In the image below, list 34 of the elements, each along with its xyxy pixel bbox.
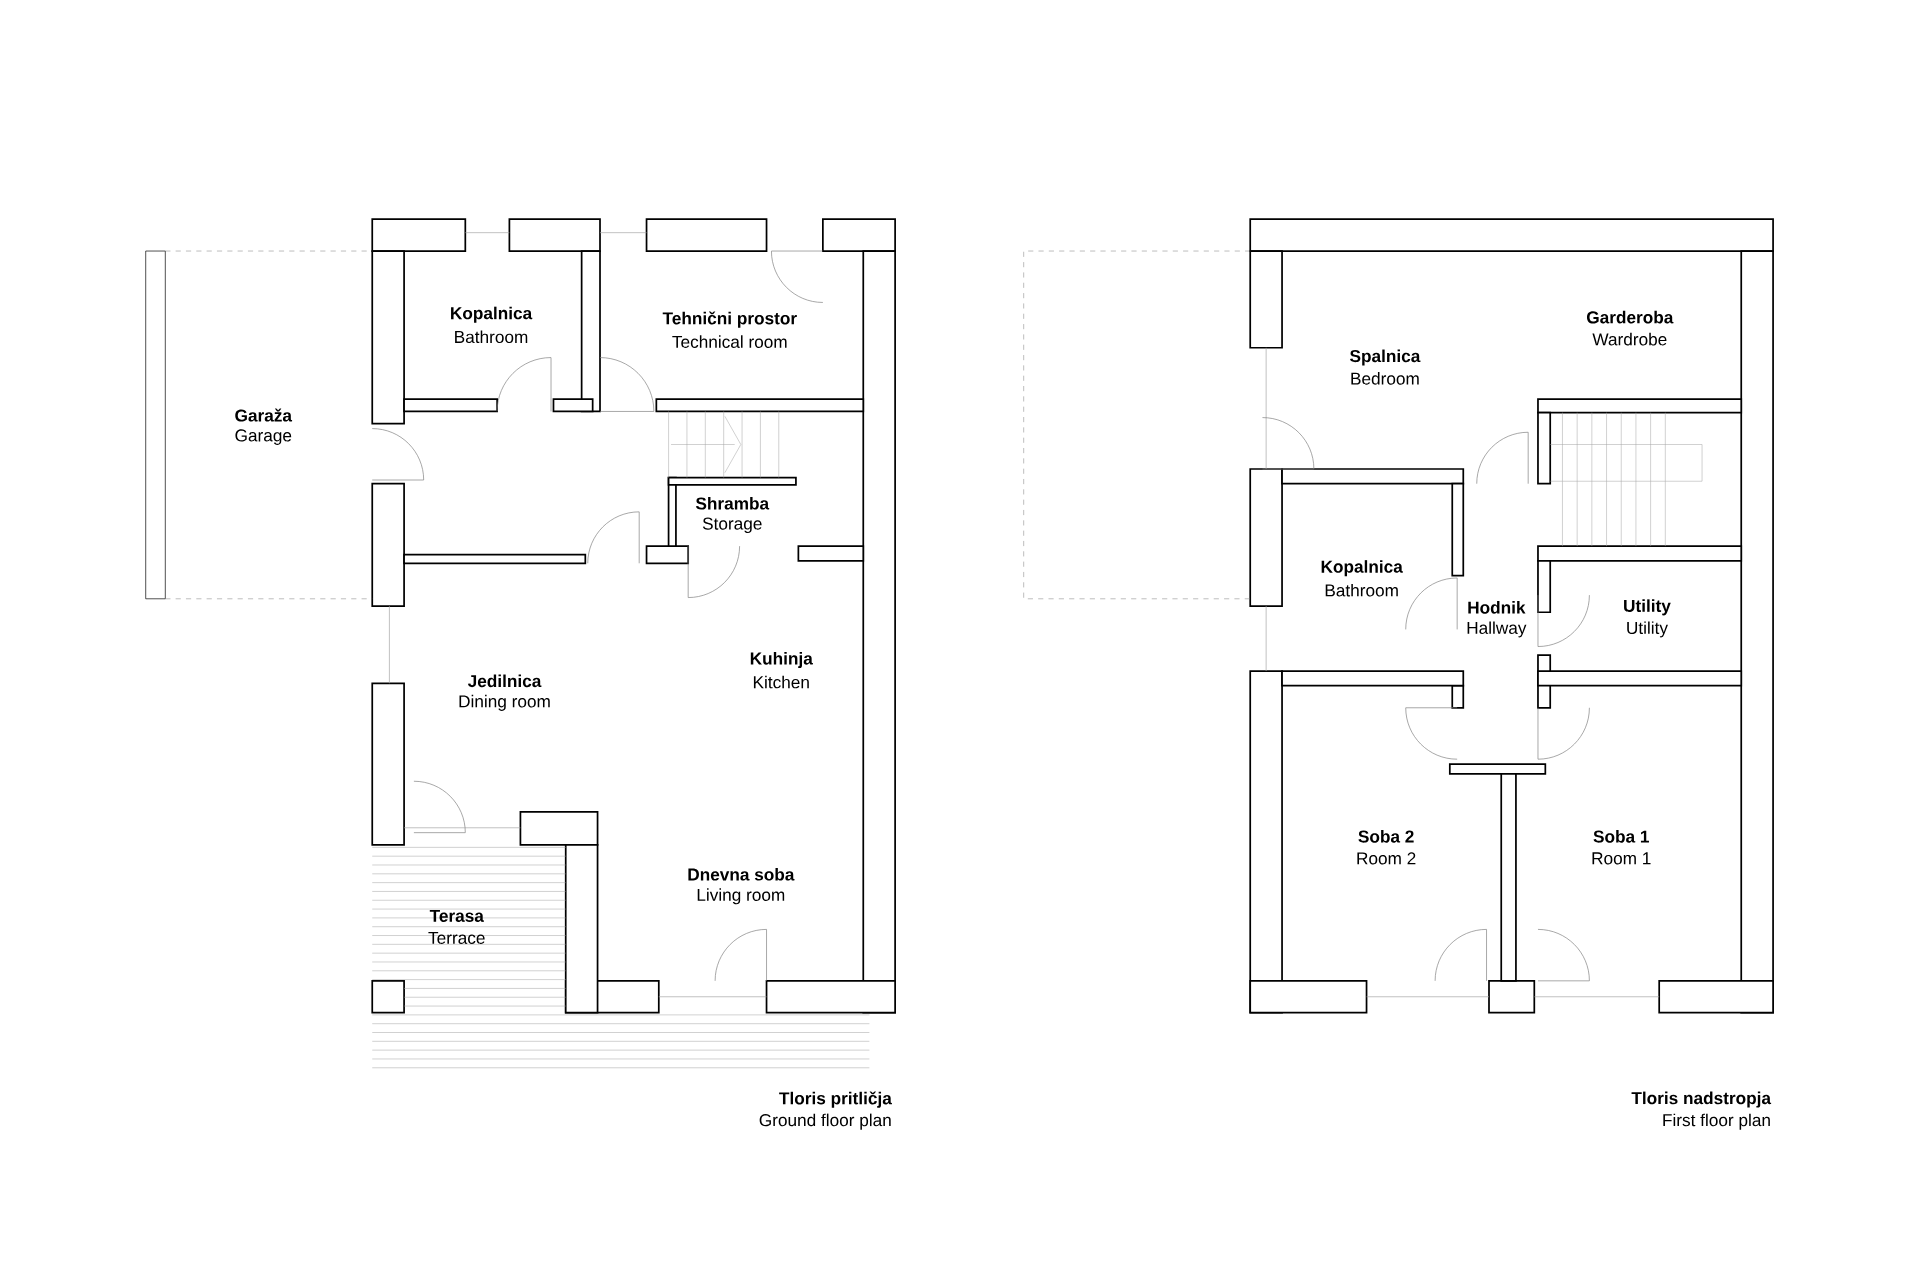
caption: Ground floor plan — [759, 1113, 891, 1130]
room-label: Garderoba — [1587, 311, 1674, 324]
room-label: Storage — [702, 517, 762, 534]
room-label: Bedroom — [1351, 372, 1419, 385]
room-label: Terasa — [429, 910, 484, 923]
room-label: Soba 1 — [1593, 830, 1649, 843]
room-label: Tehnični prostor — [662, 311, 797, 328]
caption: Tloris nadstropja — [1631, 1091, 1772, 1108]
room-label: Dnevna soba — [688, 868, 795, 881]
room-label: Spalnica — [1350, 349, 1421, 366]
room-label: Kitchen — [753, 675, 809, 689]
room-label: Jedilnica — [467, 674, 542, 688]
room-label: Hallway — [1467, 621, 1527, 638]
room-label: Shramba — [695, 497, 770, 510]
room-label: Soba 2 — [1358, 830, 1414, 843]
room-label: Room 2 — [1357, 852, 1416, 865]
room-label: Utility — [1624, 599, 1671, 616]
caption: First floor plan — [1663, 1113, 1770, 1130]
room-label: Kopalnica — [451, 306, 533, 323]
room-label: Kuhinja — [750, 652, 813, 669]
room-label: Utility — [1627, 621, 1668, 638]
room-label: Bathroom — [1325, 584, 1398, 597]
room-label: Hodnik — [1468, 601, 1526, 614]
room-label: Bathroom — [455, 330, 528, 344]
room-label: Kopalnica — [1321, 560, 1403, 577]
room-label: Room 1 — [1592, 852, 1651, 865]
room-label: Terrace — [428, 932, 485, 945]
room-label: Dining room — [459, 695, 550, 712]
room-label: Living room — [697, 888, 785, 905]
caption: Tloris pritličja — [779, 1091, 892, 1108]
room-label: Wardrobe — [1592, 333, 1667, 346]
room-label: Technical room — [672, 335, 787, 349]
room-label: Garage — [235, 429, 292, 446]
room-label: Garaža — [235, 408, 293, 422]
